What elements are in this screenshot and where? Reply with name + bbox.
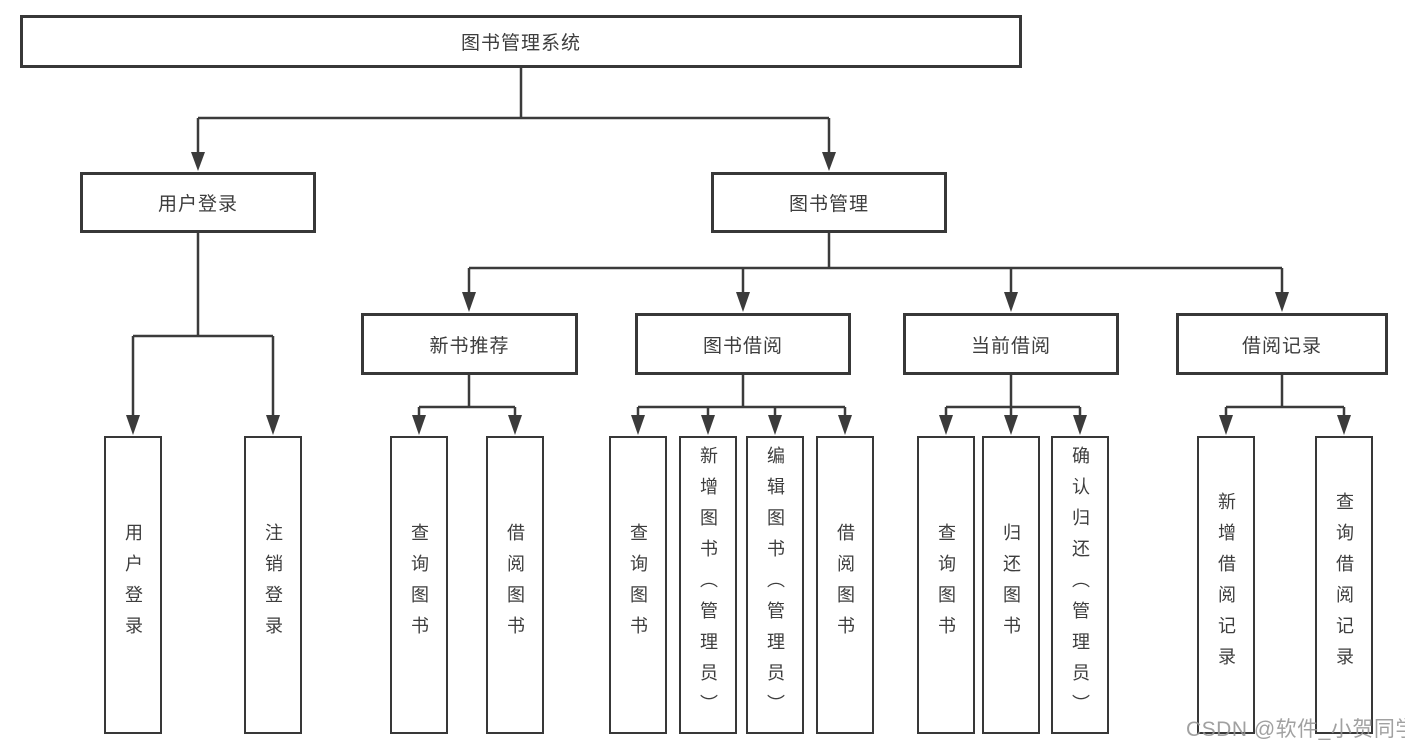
- node-leaf-query-books-borrow: 查询图书: [609, 436, 667, 734]
- node-leaf-query-borrow-record: 查询借阅记录: [1315, 436, 1373, 734]
- node-label: 图书管理: [788, 194, 869, 215]
- node-label: 查询图书: [628, 523, 648, 647]
- node-current-borrowing: 当前借阅: [903, 313, 1119, 375]
- node-leaf-borrow-books-recommend: 借阅图书: [486, 436, 544, 734]
- connector-user-login-to-leaves: [126, 233, 280, 435]
- connector-book-borrow-to-leaves: [631, 375, 852, 435]
- node-leaf-borrow-books: 借阅图书: [816, 436, 874, 734]
- node-leaf-return-books: 归还图书: [982, 436, 1040, 734]
- node-leaf-confirm-return-admin: 确认归还（管理员）: [1051, 436, 1109, 734]
- node-label: 注销登录: [263, 523, 283, 647]
- arrow-down-icon: [631, 415, 645, 435]
- arrow-down-icon: [508, 415, 522, 435]
- arrow-down-icon: [266, 415, 280, 435]
- node-borrow-records: 借阅记录: [1176, 313, 1388, 375]
- node-leaf-add-books-admin: 新增图书（管理员）: [679, 436, 737, 734]
- node-leaf-user-login: 用户登录: [104, 436, 162, 734]
- node-book-borrowing: 图书借阅: [635, 313, 851, 375]
- arrow-down-icon: [822, 152, 836, 171]
- node-leaf-query-books-current: 查询图书: [917, 436, 975, 734]
- node-root-library-system: 图书管理系统: [20, 15, 1022, 68]
- arrow-down-icon: [768, 415, 782, 435]
- node-label: 编辑图书（管理员）: [765, 445, 785, 725]
- arrow-down-icon: [1004, 292, 1018, 312]
- node-label: 查询借阅记录: [1334, 492, 1354, 678]
- node-label: 归还图书: [1001, 523, 1021, 647]
- node-label: 用户登录: [157, 194, 238, 215]
- arrow-down-icon: [1073, 415, 1087, 435]
- node-label: 查询图书: [409, 523, 429, 647]
- arrow-down-icon: [1337, 415, 1351, 435]
- node-new-book-recommend: 新书推荐: [361, 313, 578, 375]
- arrow-down-icon: [1275, 292, 1289, 312]
- csdn-watermark: CSDN @软件_小贺同学: [1186, 718, 1405, 741]
- node-label: 查询图书: [936, 523, 956, 647]
- arrow-down-icon: [126, 415, 140, 435]
- arrow-down-icon: [1004, 415, 1018, 435]
- node-label: 图书借阅: [702, 335, 783, 357]
- connector-current-borrow-to-leaves: [939, 375, 1087, 435]
- node-label: 借阅图书: [505, 523, 525, 647]
- connector-root-to-level2: [191, 68, 836, 171]
- node-label: 借阅记录: [1241, 335, 1322, 357]
- node-user-login: 用户登录: [80, 172, 316, 233]
- arrow-down-icon: [462, 292, 476, 312]
- node-leaf-add-borrow-record: 新增借阅记录: [1197, 436, 1255, 734]
- arrow-down-icon: [1219, 415, 1233, 435]
- arrow-down-icon: [412, 415, 426, 435]
- node-label: 新增图书（管理员）: [698, 445, 718, 725]
- node-label: 借阅图书: [835, 523, 855, 647]
- node-leaf-logout: 注销登录: [244, 436, 302, 734]
- arrow-down-icon: [191, 152, 205, 171]
- node-label: 新增借阅记录: [1216, 492, 1236, 678]
- node-label: 图书管理系统: [460, 33, 581, 54]
- arrow-down-icon: [838, 415, 852, 435]
- node-leaf-edit-books-admin: 编辑图书（管理员）: [746, 436, 804, 734]
- node-label: 用户登录: [123, 523, 143, 647]
- connector-new-book-rec-to-leaves: [412, 375, 522, 435]
- arrow-down-icon: [736, 292, 750, 312]
- connector-borrow-records-to-leaves: [1219, 375, 1351, 435]
- node-leaf-query-books-recommend: 查询图书: [390, 436, 448, 734]
- node-label: 当前借阅: [970, 335, 1051, 357]
- node-label: 新书推荐: [429, 335, 510, 357]
- node-book-management: 图书管理: [711, 172, 947, 233]
- arrow-down-icon: [939, 415, 953, 435]
- arrow-down-icon: [701, 415, 715, 435]
- node-label: 确认归还（管理员）: [1070, 445, 1090, 725]
- connector-book-mgmt-to-level3: [462, 233, 1289, 312]
